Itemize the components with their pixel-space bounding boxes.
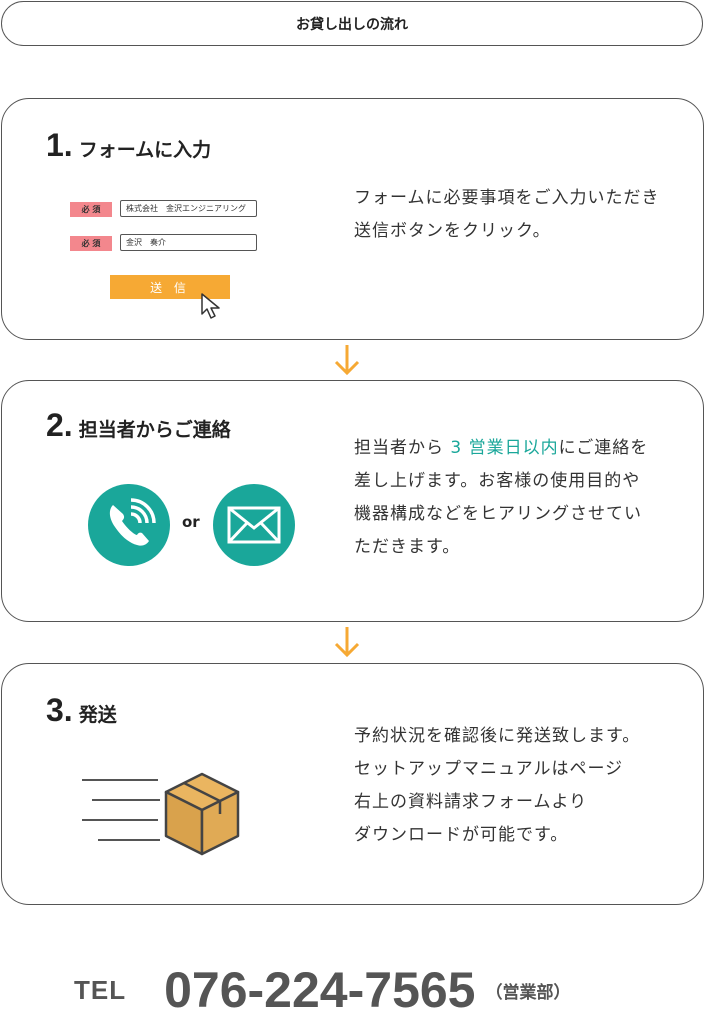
desc-line: ただきます。: [354, 537, 461, 557]
desc-line: 機器構成などをヒアリングさせてい: [354, 504, 642, 524]
or-label: or: [182, 513, 200, 531]
arrow-down-icon: [334, 627, 360, 658]
company-field: 株式会社 金沢エンジニアリング: [120, 200, 257, 217]
cursor-icon: [201, 293, 220, 319]
tel-label: TEL: [74, 974, 127, 1005]
step-2-title: 2. 担当者からご連絡: [46, 407, 231, 444]
step-3-number: 3.: [46, 692, 73, 728]
desc-line: ダウンロードが可能です。: [354, 825, 569, 845]
step-2-card: 2. 担当者からご連絡 or 担当者から 3 営業日以内にご連絡を 差し上げます…: [1, 380, 704, 622]
required-badge: 必 須: [70, 202, 112, 217]
desc-line: 送信ボタンをクリック。: [354, 221, 551, 241]
flow-title: お貸し出しの流れ: [296, 16, 408, 33]
box-icon: [82, 772, 240, 856]
step-3-label: 発送: [78, 704, 117, 726]
desc-text: 担当者から: [354, 438, 444, 458]
step-1-label: フォームに入力: [78, 139, 212, 161]
desc-line: フォームに必要事項をご入力いただき: [354, 188, 660, 208]
step-2-label: 担当者からご連絡: [78, 419, 231, 441]
arrow-down-icon: [334, 345, 360, 376]
phone-icon: [109, 498, 156, 546]
step-1-title: 1. フォームに入力: [46, 127, 211, 164]
step-3-card: 3. 発送 予約状況を確認後に発送致します。 セットアップマニュアルはページ 右…: [1, 663, 704, 905]
step-1-number: 1.: [46, 127, 73, 163]
desc-line: セットアップマニュアルはページ: [354, 759, 624, 779]
step-2-description: 担当者から 3 営業日以内にご連絡を 差し上げます。お客様の使用目的や 機器構成…: [354, 432, 648, 564]
step-3-title: 3. 発送: [46, 692, 117, 729]
phone-icon-circle: [88, 484, 170, 566]
required-badge: 必 須: [70, 236, 112, 251]
desc-line: 差し上げます。お客様の使用目的や: [354, 471, 641, 491]
desc-line: 担当者から 3 営業日以内にご連絡を: [354, 432, 648, 465]
step-2-number: 2.: [46, 407, 73, 443]
step-3-description: 予約状況を確認後に発送致します。 セットアップマニュアルはページ 右上の資料請求…: [354, 720, 640, 852]
step-1-card: 1. フォームに入力 必 須 株式会社 金沢エンジニアリング 必 須 金沢 奏介…: [1, 98, 704, 340]
desc-line: 右上の資料請求フォームより: [354, 792, 588, 812]
mail-icon: [227, 506, 281, 544]
step-1-description: フォームに必要事項をご入力いただき 送信ボタンをクリック。: [354, 182, 660, 248]
tel-number-link[interactable]: 076-224-7565: [164, 962, 476, 1018]
send-button: 送 信: [110, 275, 230, 299]
contact-tel: TEL 076-224-7565 （営業部）: [74, 960, 571, 1020]
mail-icon-circle: [213, 484, 295, 566]
name-field: 金沢 奏介: [120, 234, 257, 251]
desc-text: にご連絡を: [558, 438, 649, 458]
desc-line: 予約状況を確認後に発送致します。: [354, 726, 641, 746]
department-label: （営業部）: [485, 982, 571, 1003]
highlight-text: 3 営業日以内: [444, 438, 559, 458]
flow-header: お貸し出しの流れ: [1, 1, 703, 46]
